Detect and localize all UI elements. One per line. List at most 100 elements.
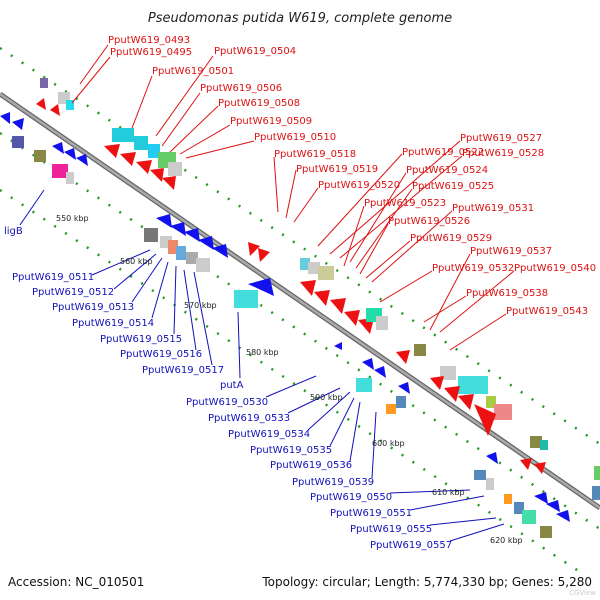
feature [52, 164, 68, 178]
leader-line [151, 261, 169, 319]
feature [144, 228, 158, 242]
leader-line [339, 155, 463, 259]
feature-arrow [458, 394, 474, 410]
gene-label: PputW619_0527 [460, 133, 542, 144]
gene-label: PputW619_0531 [452, 203, 534, 214]
tick-tracks [0, 46, 600, 574]
feature [540, 440, 548, 450]
feature-arrow [534, 492, 548, 504]
feature-arrow [546, 500, 560, 512]
feature-arrow [396, 350, 410, 364]
feature-arrow [314, 290, 330, 306]
gene-label: PputW619_0504 [214, 46, 296, 57]
gene-label: PputW619_0493 [108, 35, 190, 46]
gene-label: PputW619_0533 [208, 413, 290, 424]
gene-label: PputW619_0511 [12, 272, 94, 283]
gene-label: ligB [4, 226, 23, 237]
reverse-gene-labels: ligB PputW619_0511 PputW619_0512 PputW61… [4, 226, 452, 551]
gene-label: PputW619_0509 [230, 116, 312, 127]
feature [486, 478, 494, 490]
leader-line [359, 223, 389, 275]
feature [376, 316, 388, 330]
gene-label: PputW619_0516 [120, 349, 202, 360]
feature-arrow [64, 148, 76, 160]
feature [300, 258, 310, 270]
feature-arrow [184, 228, 200, 242]
feature [458, 376, 488, 394]
feature [34, 150, 46, 162]
leader-line [273, 156, 279, 213]
feature-arrow [534, 462, 546, 474]
leader-line [449, 313, 507, 351]
gene-label: PputW619_0543 [506, 306, 588, 317]
outer-tick-track [0, 46, 600, 446]
feature [40, 78, 48, 88]
leader-line [371, 411, 377, 479]
feature-arrow [104, 144, 120, 158]
feature-arrow [258, 248, 270, 262]
feature [308, 262, 320, 274]
feature-arrow [334, 342, 342, 350]
tick-label: 560 kbp [120, 257, 153, 266]
gene-label: PputW619_0512 [32, 287, 114, 298]
leader-line [113, 253, 157, 290]
feature [386, 404, 396, 414]
gene-label: PputW619_0524 [406, 165, 488, 176]
leader-line [131, 75, 153, 129]
map-title: Pseudomonas putida W619, complete genome [148, 11, 452, 26]
reverse-features [0, 112, 600, 538]
feature [196, 258, 210, 272]
leader-line [355, 188, 413, 269]
feature [486, 396, 496, 408]
feature [356, 378, 372, 392]
gene-label: PputW619_0539 [292, 477, 374, 488]
position-tick-labels: 550 kbp 560 kbp 570 kbp 580 kbp 590 kbp … [56, 214, 523, 545]
gene-label: PputW619_0528 [462, 148, 544, 159]
gene-label: PputW619_0536 [270, 460, 352, 471]
feature-arrow [556, 510, 570, 522]
leader-line [389, 489, 471, 494]
feature [176, 246, 186, 260]
gene-label: PputW619_0538 [466, 288, 548, 299]
feature [66, 100, 74, 110]
gene-label: PputW619_0523 [364, 198, 446, 209]
gene-label: PputW619_0550 [310, 492, 392, 503]
tick-label: 590 kbp [310, 393, 343, 402]
leader-line [161, 92, 201, 147]
gene-label: PputW619_0529 [410, 233, 492, 244]
leader-line [19, 189, 45, 226]
gene-label: PputW619_0514 [72, 318, 154, 329]
topology-label: Topology: circular; Length: 5,774,330 bp… [261, 575, 592, 589]
feature-arrow [52, 142, 64, 154]
gene-label: PputW619_0534 [228, 429, 310, 440]
gene-label: PputW619_0537 [470, 246, 552, 257]
leader-line [91, 249, 151, 276]
tick-label: 620 kbp [490, 536, 523, 545]
leader-line [379, 270, 433, 303]
feature [594, 466, 600, 480]
leader-line [155, 55, 214, 137]
feature-arrow [136, 160, 152, 174]
leader-line [285, 169, 297, 219]
forward-features [36, 78, 600, 480]
feature [522, 510, 536, 524]
gene-label: PputW619_0506 [200, 83, 282, 94]
leader-line [343, 205, 365, 267]
feature [396, 396, 406, 408]
feature-arrow [212, 244, 228, 258]
feature-arrow [430, 376, 444, 390]
feature [168, 162, 182, 176]
leader-line [237, 311, 241, 379]
gene-label: PputW619_0530 [186, 397, 268, 408]
feature-arrow [50, 104, 60, 116]
feature [148, 144, 160, 158]
feature-arrow [300, 280, 316, 296]
leader-line [329, 140, 461, 255]
leader-line [365, 240, 411, 279]
tick-label: 600 kbp [372, 439, 405, 448]
feature-arrow [398, 382, 410, 394]
gene-label: PputW619_0551 [330, 508, 412, 519]
gene-label: PputW619_0526 [388, 216, 470, 227]
gene-label: PputW619_0495 [110, 47, 192, 58]
